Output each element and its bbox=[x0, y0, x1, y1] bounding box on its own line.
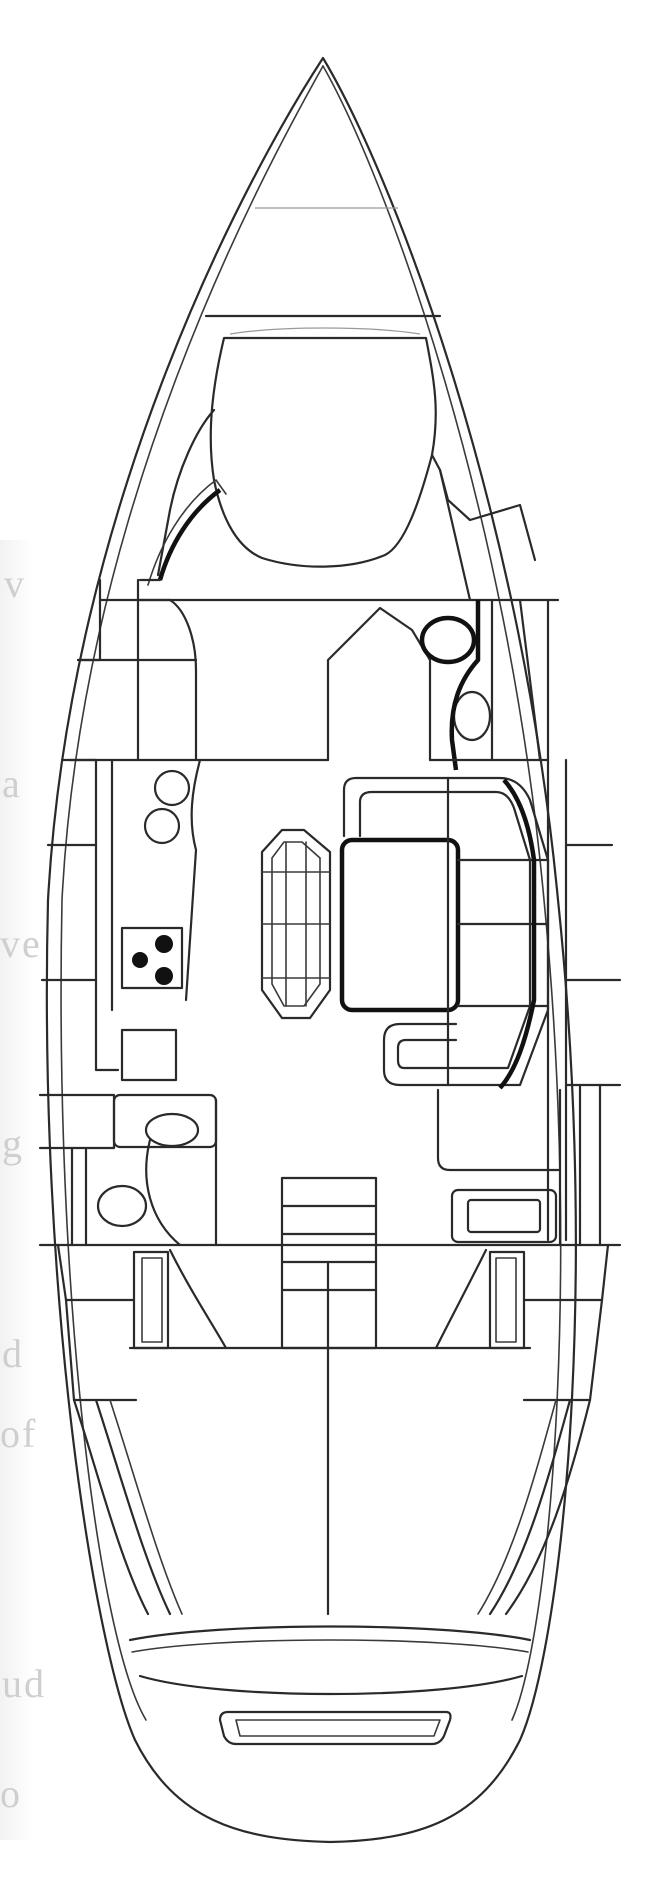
aft-port-quarter-2 bbox=[64, 1298, 138, 1402]
heads-toilet bbox=[452, 690, 492, 742]
stove-burner bbox=[155, 967, 173, 985]
aft-cabin-door-port bbox=[168, 1248, 228, 1350]
hull-liner bbox=[322, 65, 562, 1721]
aft-berth-rail-stbd-3 bbox=[477, 1399, 557, 1615]
heads-bold-outline bbox=[449, 600, 481, 771]
aft-berth-rail-stbd-2 bbox=[488, 1398, 572, 1616]
aft-berth-rail-port bbox=[72, 1398, 150, 1616]
bleed-text: ud bbox=[2, 1661, 46, 1706]
aft-stbd-quarter-2 bbox=[522, 1298, 604, 1402]
stove-burner bbox=[155, 935, 173, 953]
bleed-text: ve bbox=[0, 921, 42, 966]
galley-curve bbox=[145, 1138, 182, 1247]
aft-locker-port bbox=[132, 1250, 170, 1350]
aft-berth-rail-port-2 bbox=[94, 1398, 172, 1616]
galley-fridge bbox=[120, 1028, 178, 1082]
bleed-text: v bbox=[4, 561, 26, 606]
aft-stbd-quarter bbox=[522, 1243, 610, 1302]
hull-outline bbox=[45, 56, 577, 1844]
galley-front bbox=[184, 758, 202, 1002]
aft-berth-rail-stbd bbox=[504, 1398, 592, 1616]
galley-bin bbox=[144, 1112, 200, 1148]
settee-inner bbox=[358, 790, 532, 1070]
port-locker bbox=[136, 598, 198, 762]
heads-compartment bbox=[326, 606, 432, 762]
galley-sink-1 bbox=[153, 769, 191, 807]
aft-berth-rail-port-3 bbox=[109, 1399, 183, 1615]
saloon-table-main bbox=[339, 837, 461, 1013]
forward-locker-stbd bbox=[430, 453, 537, 562]
galley-bin-2 bbox=[96, 1184, 148, 1228]
transom-bench bbox=[128, 1625, 532, 1642]
transom-step bbox=[138, 1674, 524, 1696]
forward-locker-port bbox=[156, 408, 216, 577]
galley-stove bbox=[120, 926, 184, 990]
hanging-locker-port bbox=[157, 488, 222, 581]
aft-locker-port-inner bbox=[141, 1257, 163, 1343]
bleed-text: g bbox=[2, 1121, 24, 1166]
heads-outer bbox=[518, 598, 542, 762]
saloon-table-port bbox=[260, 828, 332, 1020]
forward-locker-stbd-2 bbox=[438, 468, 472, 602]
hanging-locker-port-inner bbox=[147, 479, 227, 586]
saloon-table-port-inner bbox=[271, 841, 321, 1007]
bleed-text: a bbox=[2, 761, 22, 806]
settee-back bbox=[498, 778, 537, 1090]
nav-desk bbox=[436, 1088, 562, 1172]
transom-bench-2 bbox=[131, 1639, 529, 1653]
hull-liner bbox=[60, 65, 324, 1721]
galley-lower bbox=[38, 1093, 116, 1150]
aft-cabin-door-stbd bbox=[434, 1248, 488, 1350]
page-edge-shadow bbox=[0, 540, 34, 1840]
bleed-text: o bbox=[0, 1771, 22, 1816]
aft-locker-stbd bbox=[488, 1250, 526, 1350]
washbasin bbox=[419, 615, 477, 665]
galley-sink-2 bbox=[143, 807, 181, 845]
bleed-text: d bbox=[2, 1331, 24, 1376]
forward-berth bbox=[209, 336, 437, 568]
aft-locker-stbd-inner bbox=[495, 1257, 517, 1343]
nav-seat-inner bbox=[466, 1198, 542, 1234]
galley-counter bbox=[94, 758, 120, 1072]
swim-ladder-recess bbox=[218, 1710, 452, 1746]
stove-burner bbox=[132, 952, 148, 968]
bleed-text: of bbox=[0, 1411, 38, 1456]
nav-seat-outer bbox=[450, 1188, 558, 1244]
forward-berth-cushion bbox=[229, 327, 421, 335]
galley-locker bbox=[112, 1093, 218, 1149]
swim-ladder-inner bbox=[235, 1719, 441, 1737]
